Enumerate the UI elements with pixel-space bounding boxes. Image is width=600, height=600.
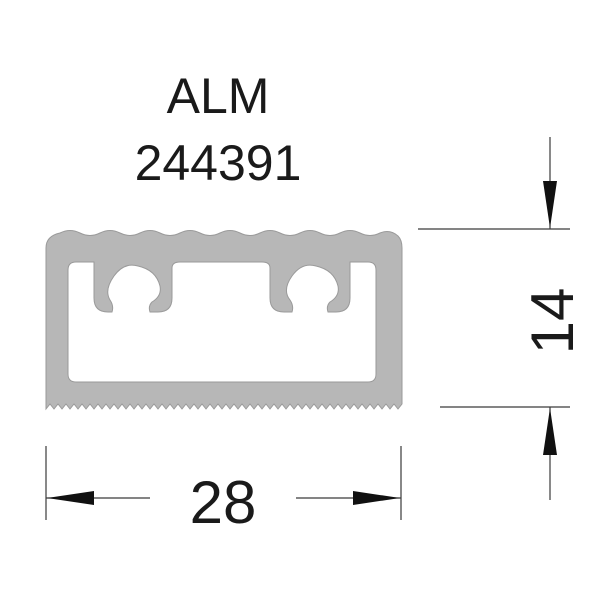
profile-article-number: 244391: [135, 135, 302, 191]
height-dimension: 14: [418, 137, 586, 500]
aluminium-profile-section: [45, 230, 403, 411]
width-arrow-left-icon: [47, 491, 94, 505]
height-arrow-down-icon: [543, 181, 557, 228]
width-dimension: 28: [45, 446, 402, 536]
height-arrow-up-icon: [543, 408, 557, 455]
profile-inner-chamber: [67, 261, 377, 383]
width-arrow-right-icon: [353, 491, 400, 505]
height-dimension-label: 14: [519, 288, 586, 355]
width-dimension-label: 28: [190, 469, 257, 536]
profile-series-label: ALM: [167, 68, 270, 124]
